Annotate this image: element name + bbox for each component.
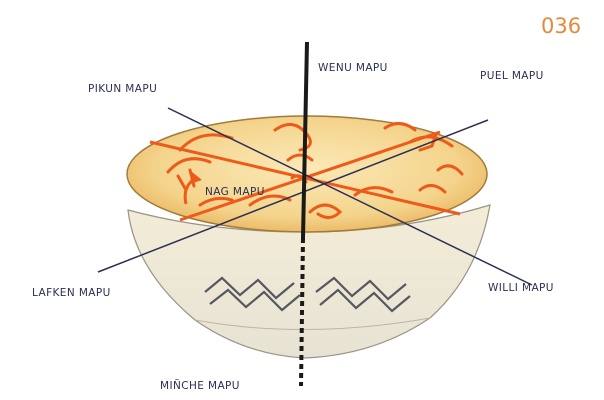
label-minche-mapu: MIÑCHE MAPU xyxy=(160,380,240,392)
label-pikun-mapu: PIKUN MAPU xyxy=(88,83,157,95)
label-lafken-mapu: LAFKEN MAPU xyxy=(32,287,111,299)
label-nag-mapu: NAG MAPU xyxy=(205,186,265,198)
vertical-axis-lower xyxy=(301,238,303,386)
label-wenu-mapu: WENU MAPU xyxy=(318,62,388,74)
label-willi-mapu: WILLI MAPU xyxy=(488,282,554,294)
label-puel-mapu: PUEL MAPU xyxy=(480,70,544,82)
